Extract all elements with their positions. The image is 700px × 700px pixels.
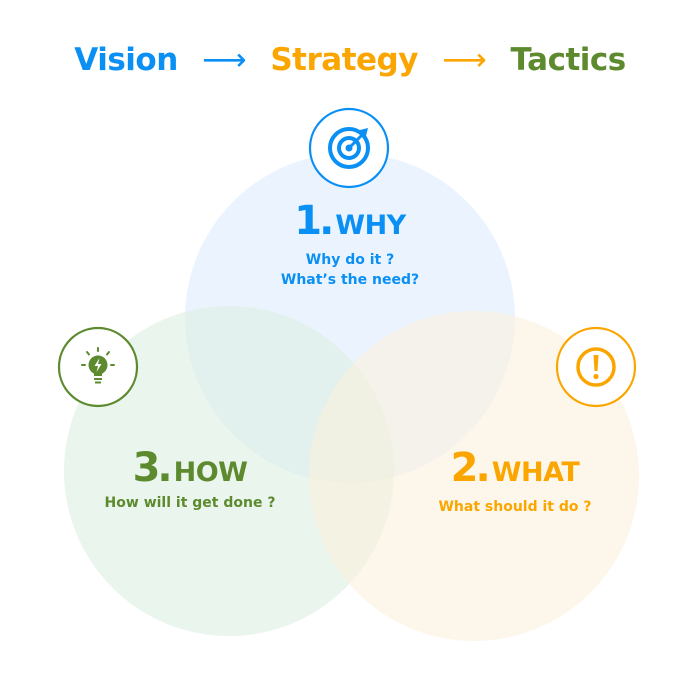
target-icon: [328, 127, 370, 169]
arrow-right-icon: ⟶: [442, 42, 487, 78]
how-heading: 3.HOW: [80, 445, 300, 491]
what-number: 2.: [450, 445, 491, 491]
how-line-1: How will it get done ?: [104, 495, 276, 511]
why-line-1: Why do it ?: [305, 252, 395, 268]
why-heading: 1.WHY: [230, 198, 470, 244]
how-number: 3.: [132, 445, 173, 491]
why-label: 1.WHY Why do it ? What’s the need?: [230, 198, 470, 290]
lightbulb-icon: [81, 347, 115, 384]
title-strategy: Strategy: [270, 42, 418, 78]
what-heading: 2.WHAT: [405, 445, 625, 491]
arrow-right-icon: ⟶: [202, 42, 247, 78]
diagram-title: Vision ⟶ Strategy ⟶ Tactics: [0, 42, 700, 78]
how-icon-badge: [57, 326, 139, 408]
why-icon-badge: [308, 107, 390, 189]
title-tactics: Tactics: [510, 42, 627, 78]
how-word: HOW: [173, 457, 248, 488]
circle-what: [309, 311, 639, 641]
what-line-1: What should it do ?: [438, 499, 592, 515]
what-word: WHAT: [491, 457, 580, 488]
what-label: 2.WHAT What should it do ?: [405, 445, 625, 517]
why-line-2: What’s the need?: [280, 272, 420, 288]
exclamation-icon: [576, 347, 616, 387]
circle-how: [64, 306, 394, 636]
how-label: 3.HOW How will it get done ?: [80, 445, 300, 513]
why-number: 1.: [294, 198, 334, 244]
title-vision: Vision: [74, 42, 178, 78]
why-word: WHY: [335, 210, 406, 241]
what-icon-badge: [555, 326, 637, 408]
